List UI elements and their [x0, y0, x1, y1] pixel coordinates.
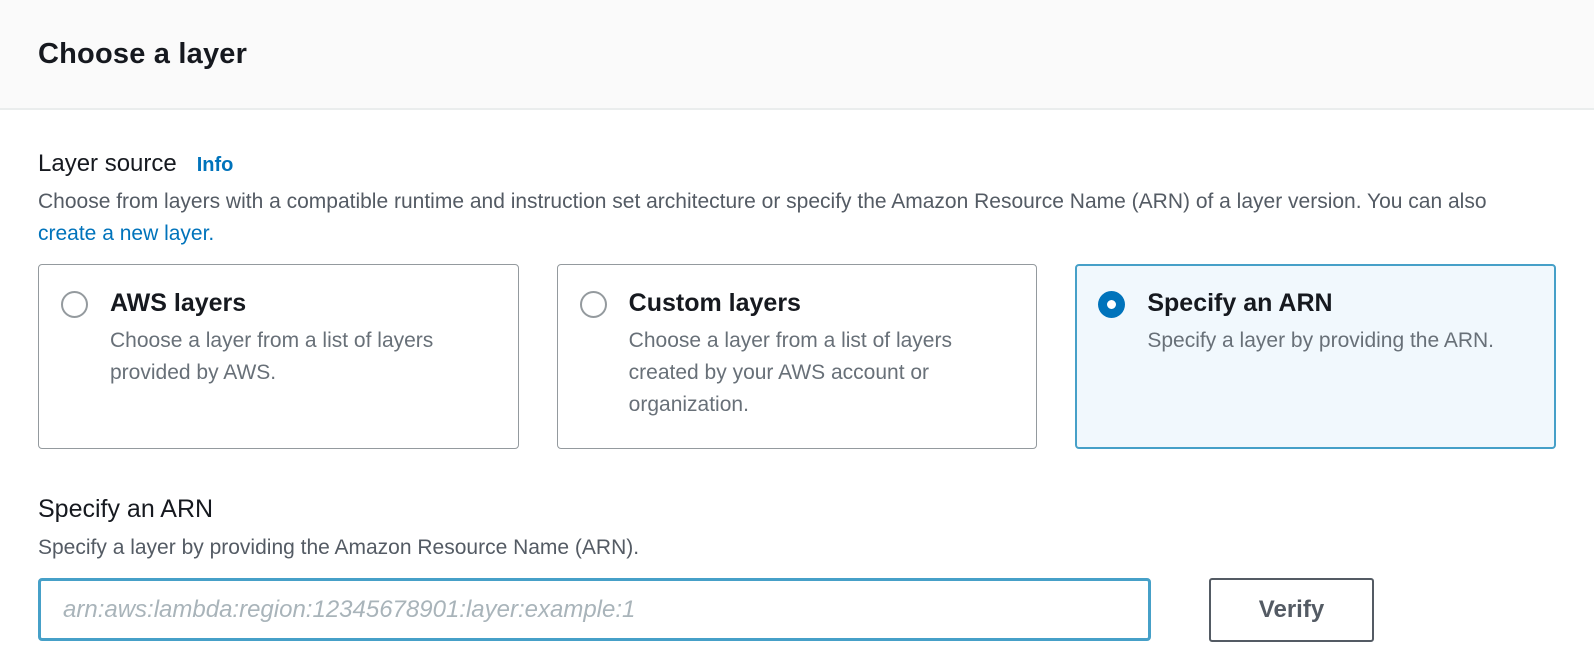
- arn-section-title: Specify an ARN: [38, 495, 214, 523]
- radio-unselected-icon[interactable]: [579, 291, 607, 318]
- create-new-layer-link[interactable]: create a new layer.: [38, 222, 215, 245]
- option-specify-arn[interactable]: Specify an ARN Specify a layer by provid…: [1075, 264, 1557, 449]
- radio-selected-icon[interactable]: [1098, 291, 1126, 318]
- info-link[interactable]: Info: [196, 154, 234, 176]
- radio-unselected-icon[interactable]: [61, 291, 88, 318]
- option-description: Specify a layer by providing the ARN.: [1147, 329, 1495, 352]
- verify-button[interactable]: Verify: [1209, 578, 1374, 642]
- page-title: Choose a layer: [38, 37, 248, 70]
- option-content: AWS layers Choose a layer from a list of…: [110, 289, 496, 389]
- option-title: AWS layers: [110, 289, 247, 317]
- option-title: Custom layers: [628, 289, 801, 317]
- layer-source-label: Layer source: [38, 150, 177, 177]
- main-content: Layer source Info Choose from layers wit…: [0, 150, 1594, 642]
- option-content: Custom layers Choose a layer from a list…: [629, 289, 1015, 421]
- option-description: Choose a layer from a list of layers cre…: [628, 329, 952, 416]
- arn-input[interactable]: [38, 578, 1151, 641]
- option-content: Specify an ARN Specify a layer by provid…: [1147, 289, 1494, 357]
- layer-source-label-row: Layer source Info: [38, 150, 1556, 178]
- arn-section-description: Specify a layer by providing the Amazon …: [38, 536, 640, 559]
- layer-source-options: AWS layers Choose a layer from a list of…: [38, 264, 1557, 449]
- layer-source-description: Choose from layers with a compatible run…: [38, 186, 1498, 250]
- option-custom-layers[interactable]: Custom layers Choose a layer from a list…: [556, 264, 1038, 449]
- arn-input-row: Verify: [38, 578, 1556, 642]
- panel-header: Choose a layer: [0, 0, 1594, 110]
- option-title: Specify an ARN: [1147, 289, 1333, 317]
- option-aws-layers[interactable]: AWS layers Choose a layer from a list of…: [38, 264, 519, 449]
- layer-source-description-text: Choose from layers with a compatible run…: [38, 190, 1487, 213]
- option-description: Choose a layer from a list of layers pro…: [110, 329, 434, 384]
